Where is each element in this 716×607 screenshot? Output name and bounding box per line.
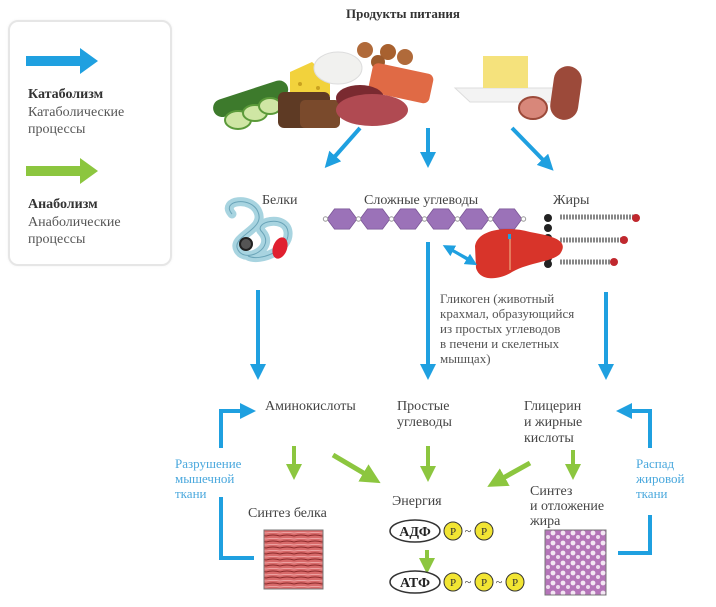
food-illustration [213,42,582,130]
glycosidic-bond [454,216,461,222]
fats-label: Жиры [553,193,590,208]
meat-icon [336,85,408,126]
arrow-amino-to-energy [331,452,381,484]
fat-molecule-icon [544,214,640,268]
protein-synthesis-label: Синтез белка [248,506,327,521]
arrow-muscle-breakdown-top [219,403,256,448]
fat-breakdown-line: Распад [636,456,675,471]
fat-breakdown-line: ткани [636,486,668,501]
arrow-glycerol-to-energy [487,460,532,487]
fat-tissue-image [544,529,607,596]
legend-panel: Катаболизм Катаболические процессы Анабо… [8,20,172,266]
glycogen-line: мышцах) [440,351,491,366]
glycosidic-bond [322,216,329,222]
atp-label: АТФ [400,576,430,591]
fat-breakdown-label: Распад жировой ткани [636,456,684,501]
glycerol-line: кислоты [524,431,574,446]
simple-carbs-line: Простые [397,399,450,414]
proteins-label: Белки [262,193,298,208]
arrow-fat-breakdown-top [616,403,652,448]
arrow-carbs-liver [451,248,478,266]
protein-structure-icon [225,197,293,262]
energy-label: Энергия [392,494,442,509]
complex-carbs-label: Сложные углеводы [364,193,479,208]
glycogen-line: Гликоген (животный [440,291,555,306]
adp-molecule: АДФ P ~ P [389,519,494,543]
arrow-food-to-proteins [324,126,362,168]
catabolism-desc-1: Катаболические [28,105,125,120]
bread-icon [278,92,340,128]
phosphate-label: P [450,577,456,589]
simple-carbs-label: Простые углеводы [397,399,452,431]
arrow-muscle-breakdown-bottom [219,497,254,560]
arrow-fat-breakdown-bottom [618,515,652,555]
phosphate-label: P [512,577,518,589]
glycogen-line: в печени и скелетных [440,336,560,351]
phosphate-label: P [481,577,487,589]
catabolism-term: Катаболизм [28,87,104,102]
glycerol-line: и жирные [524,415,583,430]
anabolism-desc-1: Анаболические [28,215,121,230]
glucose-hexagon [425,208,457,230]
glucose-hexagon [326,208,358,230]
bond-label: ~ [465,575,472,589]
phosphate-label: P [450,526,456,538]
fat-breakdown-line: жировой [636,471,685,486]
atp-molecule: АТФ P ~ P ~ P [389,570,525,594]
glycogen-line: крахмал, образующийся [440,306,575,321]
glycogen-description: Гликоген (животный крахмал, образующийся… [440,291,574,366]
glycosidic-bond [388,216,395,222]
liver-icon [475,228,563,279]
catabolism-arrow-icon [26,48,98,74]
glycerol-label: Глицерин и жирные кислоты [524,399,582,447]
muscle-breakdown-line: ткани [175,486,207,501]
amino-acids-label: Аминокислоты [265,399,356,414]
glucose-hexagon [359,208,391,230]
glycerol-line: Глицерин [524,399,582,414]
glucose-hexagon [491,208,523,230]
glycosidic-bond [520,216,527,222]
catabolism-desc-2: процессы [28,122,86,137]
cucumber-icon [213,80,289,130]
fat-synthesis-line: жира [530,514,561,529]
bond-label: ~ [465,524,472,538]
sausage-icon [518,66,582,120]
glucose-hexagon [392,208,424,230]
bond-label: ~ [496,575,503,589]
muscle-tissue-image [263,529,324,590]
muscle-breakdown-line: Разрушение [175,456,242,471]
cottage-cheese-icon [313,51,363,85]
fat-synthesis-line: и отложение [530,499,605,514]
muscle-breakdown-line: мышечной [175,471,235,486]
muscle-breakdown-label: Разрушение мышечной ткани [175,456,241,501]
simple-carbs-line: углеводы [397,415,452,430]
glycogen-line: из простых углеводов [440,321,561,336]
fat-synthesis-line: Синтез [530,484,573,499]
legend-arrows [26,48,98,184]
glucose-hexagon [458,208,490,230]
fish-icon [368,63,434,104]
anabolism-arrow-icon [26,158,98,184]
glycosidic-bond [421,216,428,222]
anabolism-desc-2: процессы [28,232,86,247]
fat-synthesis-label: Синтез и отложение жира [530,484,604,529]
complex-carb-chain [322,208,527,230]
phosphate-label: P [481,526,487,538]
adp-label: АДФ [399,525,431,540]
glycosidic-bond [487,216,494,222]
diagram-title: Продукты питания [346,6,460,21]
anabolism-term: Анаболизм [28,197,98,212]
arrow-food-to-fats [510,126,554,171]
glycosidic-bond [355,216,362,222]
